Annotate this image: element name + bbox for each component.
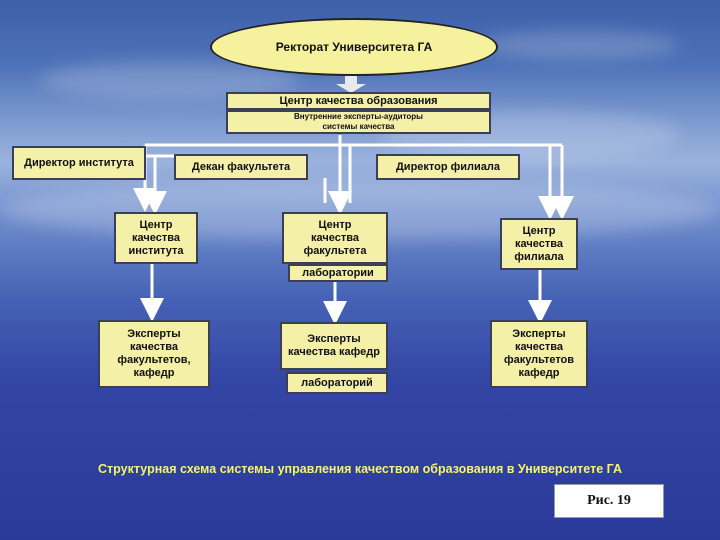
center-branch-line2: качества	[515, 237, 563, 250]
dean-node: Декан факультета	[174, 154, 308, 180]
experts-branch-line3: факультетов	[503, 354, 575, 366]
internal-experts-node: Внутренние эксперты-аудиторы системы кач…	[226, 110, 491, 134]
experts-institute-line2: качества	[130, 341, 178, 353]
experts-branch-node: Эксперты качества факультетов кафедр	[490, 320, 588, 388]
experts-institute-line4: кафедр	[133, 367, 175, 379]
center-faculty-lab-label: лаборатории	[302, 266, 374, 279]
experts-faculty-lab-node: лабораторий	[286, 372, 388, 394]
experts-branch-line1: Эксперты	[512, 328, 566, 340]
center-quality-label: Центр качества образования	[279, 94, 438, 107]
internal-experts-line2: системы качества	[322, 122, 395, 131]
center-institute-line3: института	[128, 244, 184, 257]
figure-label: Рис. 19	[554, 484, 664, 518]
center-faculty-node: Центр качества факультета	[282, 212, 388, 264]
experts-institute-node: Эксперты качества факультетов, кафедр	[98, 320, 210, 388]
director-branch-node: Директор филиала	[376, 154, 520, 180]
center-branch-line1: Центр	[522, 224, 556, 237]
center-faculty-line3: факультета	[303, 244, 367, 257]
center-faculty-lab-node: лаборатории	[288, 264, 388, 282]
experts-faculty-node: Эксперты качества кафедр	[280, 322, 388, 370]
center-faculty-line2: качества	[311, 231, 359, 244]
center-institute-line1: Центр	[139, 218, 173, 231]
experts-institute-line1: Эксперты	[127, 328, 181, 340]
dean-label: Декан факультета	[191, 160, 291, 173]
center-branch-line3: филиала	[514, 250, 564, 263]
center-branch-node: Центр качества филиала	[500, 218, 578, 270]
rectorate-node: Ректорат Университета ГА	[210, 18, 498, 76]
experts-faculty-line1: Эксперты	[307, 333, 361, 345]
internal-experts-line1: Внутренние эксперты-аудиторы	[293, 112, 424, 121]
experts-institute-line3: факультетов,	[117, 354, 191, 366]
director-institute-label: Директор института	[24, 156, 134, 169]
diagram-caption: Структурная схема системы управления кач…	[98, 462, 622, 476]
director-institute-node: Директор института	[12, 146, 146, 180]
experts-branch-line2: качества	[515, 341, 563, 353]
center-institute-line2: качества	[132, 231, 180, 244]
center-quality-node: Центр качества образования	[226, 92, 491, 110]
experts-branch-line4: кафедр	[518, 367, 560, 379]
experts-faculty-line2: качества кафедр	[288, 346, 380, 358]
director-branch-label: Директор филиала	[395, 160, 501, 173]
cloud	[480, 30, 680, 60]
experts-faculty-lab-label: лабораторий	[301, 376, 373, 389]
center-institute-node: Центр качества института	[114, 212, 198, 264]
rectorate-label: Ректорат Университета ГА	[275, 40, 433, 54]
center-faculty-line1: Центр	[318, 218, 352, 231]
